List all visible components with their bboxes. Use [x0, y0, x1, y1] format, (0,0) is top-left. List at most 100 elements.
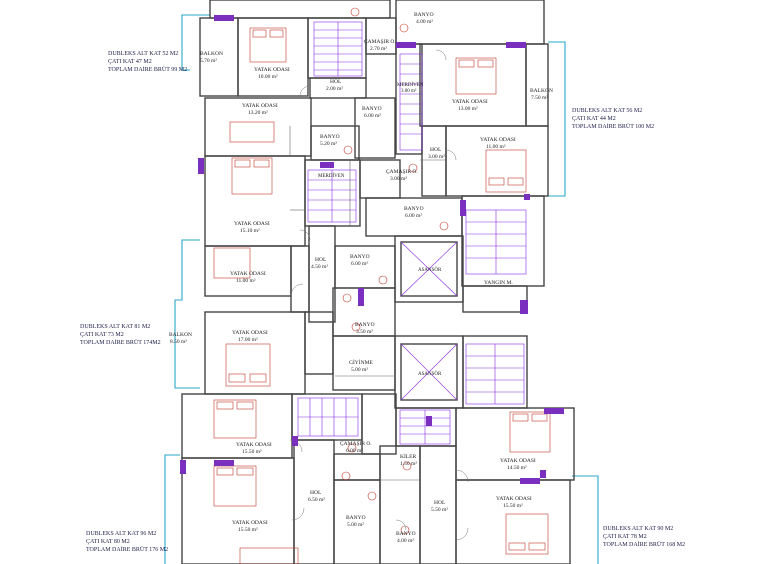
room-yangin: YANGIN M.	[484, 280, 513, 286]
room-camasir-top: ÇAMAŞIR O.2.70 m²	[364, 39, 396, 52]
summary-notes: DUBLEKS ALT KAT 52 M2 ÇATI KAT 47 M2 TOP…	[80, 51, 685, 553]
room-area: 5.00 m²	[351, 367, 368, 373]
room-name: BANYO	[414, 12, 434, 18]
room-area: 15.50 m²	[503, 503, 523, 509]
bed-10	[213, 465, 257, 507]
stair-core-lower	[465, 343, 525, 405]
room-area: 3.00 m²	[390, 176, 407, 182]
bed-5	[485, 149, 527, 193]
summary-line: DUBLEKS ALT KAT 56 M2	[572, 108, 642, 114]
room-area: 13.00 m²	[458, 106, 478, 112]
room-name: BANYO	[346, 515, 366, 521]
stair-core-upper	[465, 209, 527, 275]
room-name: YATAK ODASI	[230, 271, 266, 277]
room-area: 13.20 m²	[248, 110, 268, 116]
bed-12	[239, 547, 299, 564]
summary-line: DUBLEKS ALT KAT 52 M2	[108, 51, 178, 57]
staircases	[297, 21, 527, 445]
room-name: HOL	[330, 79, 342, 85]
summary-s2: DUBLEKS ALT KAT 56 M2 ÇATI KAT 44 M2 TOP…	[572, 108, 654, 130]
room-area: 17.00 m²	[238, 337, 258, 343]
room-asansor-1: ASANSÖR	[418, 267, 442, 273]
bed-2	[455, 57, 497, 95]
summary-s4: DUBLEKS ALT KAT 96 M2 ÇATI KAT 80 M2 TOP…	[86, 531, 168, 553]
bed-7	[225, 343, 271, 387]
room-name: YANGIN M.	[484, 280, 513, 286]
bed-3	[231, 157, 273, 195]
stair-lower-middle	[399, 409, 451, 445]
stair-3	[307, 169, 357, 223]
summary-s1: DUBLEKS ALT KAT 52 M2 ÇATI KAT 47 M2 TOP…	[108, 51, 187, 73]
summary-line: TOPLAM DAİRE BRÜT 176 M2	[86, 546, 168, 553]
room-name: BANYO	[320, 134, 340, 140]
room-area: 8.50 m²	[170, 339, 187, 345]
room-area: 3.50 m²	[356, 329, 373, 335]
room-area: 11.00 m²	[486, 144, 506, 150]
room-name: YATAK ODASI	[232, 330, 268, 336]
room-name: BALKON	[169, 332, 192, 338]
room-name: BANYO	[350, 254, 370, 260]
room-name: KİLER	[400, 453, 417, 460]
summary-s3: DUBLEKS ALT KAT 81 M2 ÇATI KAT 73 M2 TOP…	[80, 324, 161, 346]
room-name: YATAK ODASI	[452, 99, 488, 105]
summary-line: TOPLAM DAİRE BRÜT 168 M2	[603, 541, 685, 548]
bed-1	[249, 27, 287, 63]
room-name: YATAK ODASI	[236, 442, 272, 448]
room-name: MERDİVEN	[397, 82, 424, 88]
room-area: 14.50 m²	[507, 465, 527, 471]
room-name: HOL	[315, 257, 327, 263]
summary-line: ÇATI KAT 73 M2	[80, 332, 124, 338]
room-area: 3.00 m²	[428, 154, 445, 160]
room-area: 5.20 m²	[320, 141, 337, 147]
room-camasir-2: ÇAMAŞIR O.3.00 m²	[386, 169, 418, 182]
furniture	[213, 7, 551, 564]
room-name: BANYO	[396, 531, 416, 537]
room-area: 4.00 m²	[397, 538, 414, 544]
room-name: BANYO	[355, 322, 375, 328]
room-name: GİYİNME	[349, 359, 373, 366]
room-area: 2.00 m²	[326, 86, 343, 92]
partitions	[289, 126, 446, 481]
room-camasir-3: ÇAMAŞIR O.6.00 m²	[340, 441, 372, 454]
bed-6	[213, 247, 251, 279]
bed-4	[229, 121, 275, 143]
room-area: 5.50 m²	[431, 507, 448, 513]
room-area: 1.50 m²	[400, 461, 417, 467]
stair-2	[399, 53, 423, 151]
summary-line: DUBLEKS ALT KAT 96 M2	[86, 531, 156, 537]
room-area: 4.00 m²	[416, 19, 433, 25]
summary-s5: DUBLEKS ALT KAT 90 M2 ÇATI KAT 78 M2 TOP…	[603, 526, 685, 548]
room-area: 3.00 m²	[401, 88, 417, 94]
room-name: YATAK ODASI	[242, 103, 278, 109]
room-name: BALKON	[200, 51, 223, 57]
bed-9	[509, 411, 551, 453]
stair-lower-left	[297, 397, 359, 437]
room-name: ASANSÖR	[418, 267, 442, 273]
room-area: 15.50 m²	[238, 527, 258, 533]
room-area: 4.50 m²	[311, 264, 328, 270]
summary-line: ÇATI KAT 78 M2	[603, 534, 647, 540]
room-area: 6.50 m²	[308, 497, 325, 503]
